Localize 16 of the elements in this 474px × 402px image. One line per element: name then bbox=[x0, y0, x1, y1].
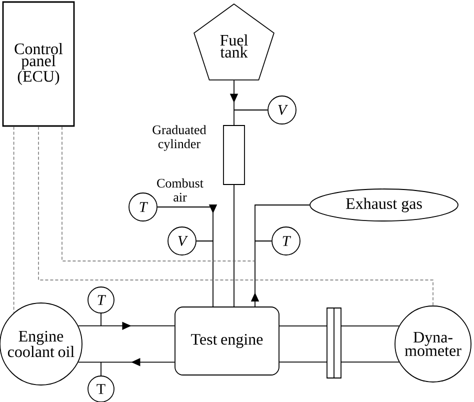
connector-line bbox=[100, 313, 102, 326]
connector-line bbox=[196, 240, 214, 242]
connector-line bbox=[13, 126, 14, 314]
connector-line bbox=[254, 240, 272, 242]
connector-line bbox=[62, 126, 256, 262]
node-label: Graduated cylinder bbox=[152, 125, 206, 151]
arrow bbox=[78, 358, 175, 366]
graduated-cylinder bbox=[223, 125, 245, 185]
arrow bbox=[157, 204, 218, 307]
arrow bbox=[78, 322, 175, 330]
control-panel-box: Control panel (ECU) bbox=[2, 1, 75, 127]
engine-box: Test engine bbox=[174, 306, 280, 376]
text-label: Combust air bbox=[157, 178, 204, 202]
connector-line bbox=[38, 126, 434, 306]
connector-line bbox=[100, 362, 102, 376]
arrow bbox=[250, 204, 310, 307]
